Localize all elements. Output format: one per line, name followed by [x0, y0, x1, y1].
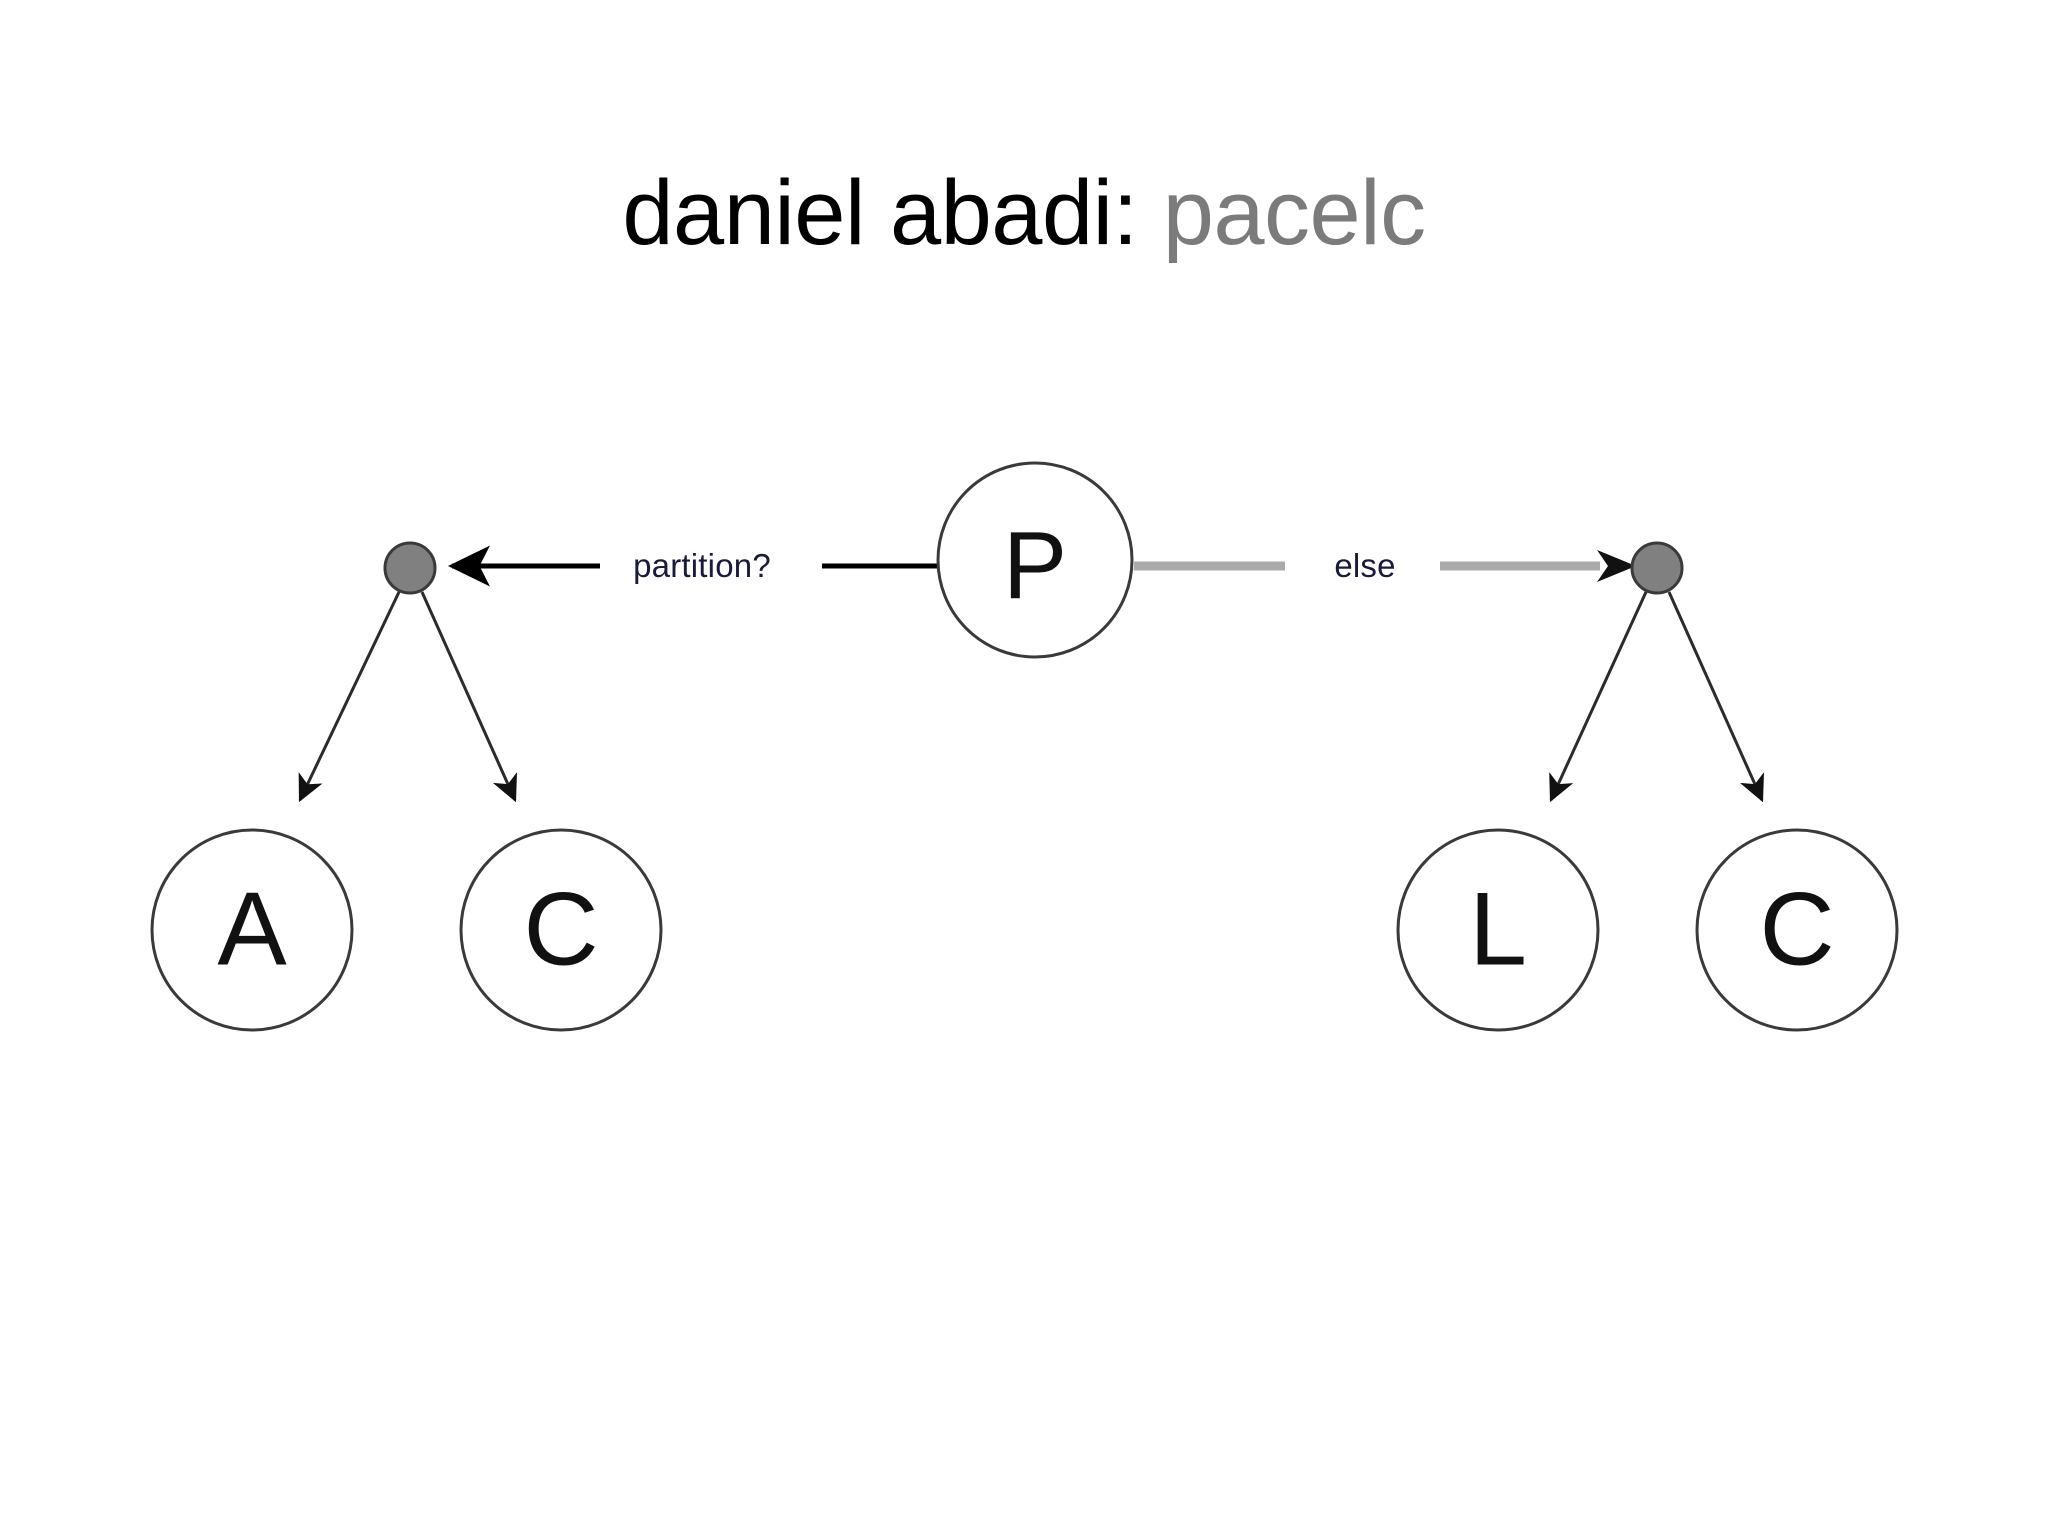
edge-else-group: [1134, 550, 1636, 582]
edge-else-arrowhead: [1597, 550, 1636, 582]
page-title-secondary: pacelc: [1162, 161, 1426, 264]
left-branch-edges: [298, 591, 518, 803]
edge-label-partition: partition?: [633, 547, 771, 584]
edge-to-consistency-else: [1667, 591, 1765, 803]
edge-label-else: else: [1334, 547, 1396, 584]
edge-to-latency: [1549, 591, 1648, 803]
page-title: daniel abadi: pacelc: [0, 162, 2048, 265]
node-c-right-circle[interactable]: [1695, 828, 1899, 1032]
edge-to-consistency-partition: [420, 591, 518, 803]
node-p-circle[interactable]: [936, 461, 1134, 659]
decision-dot-partition[interactable]: [383, 541, 437, 595]
right-branch-edges: [1549, 591, 1765, 803]
node-c-left-circle[interactable]: [459, 828, 663, 1032]
node-l-circle[interactable]: [1396, 828, 1600, 1032]
node-a-circle[interactable]: [150, 828, 354, 1032]
page-title-primary: daniel abadi:: [622, 161, 1163, 264]
decision-dot-else[interactable]: [1630, 541, 1684, 595]
edge-to-availability: [298, 591, 401, 803]
